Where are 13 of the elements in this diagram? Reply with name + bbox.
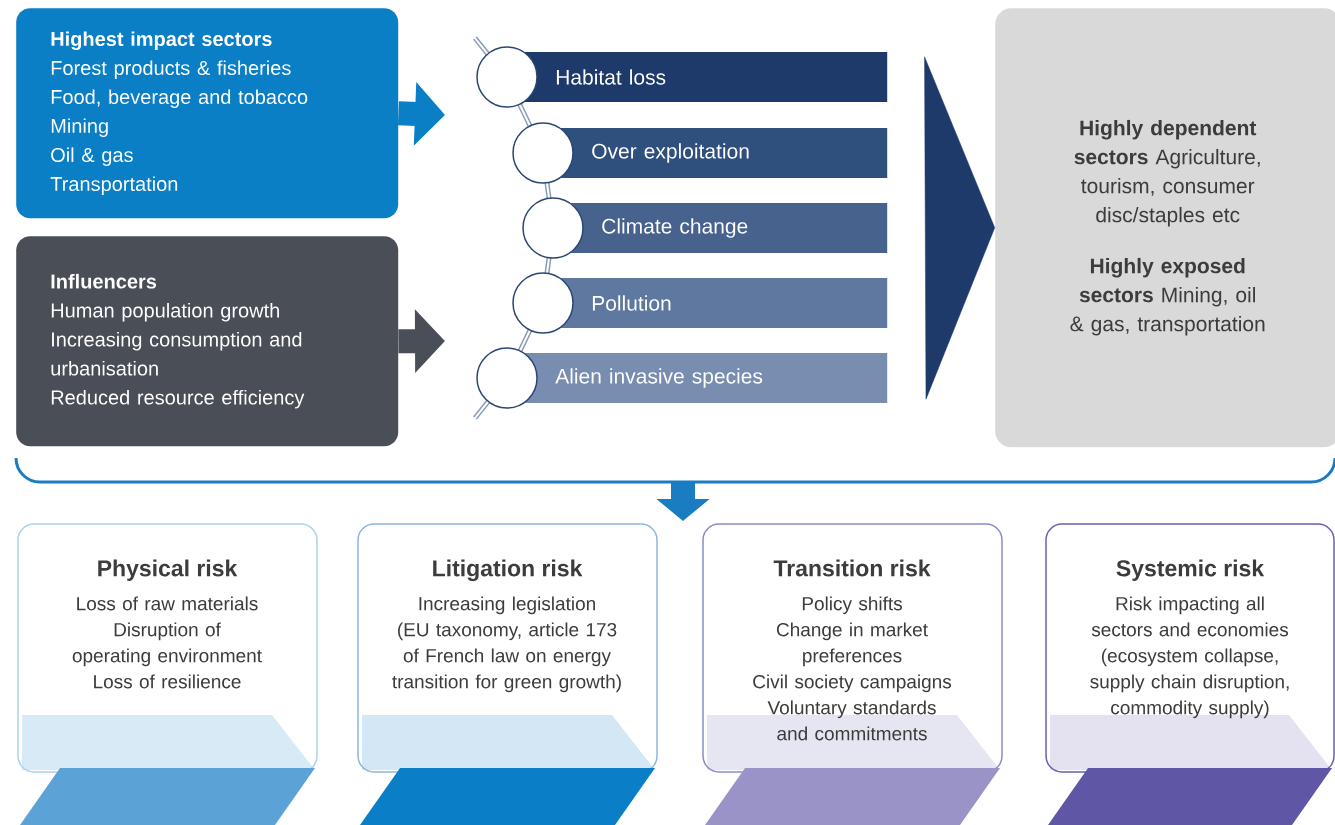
block-arrow: [924, 56, 995, 400]
threat-bar: Climate change: [522, 197, 888, 259]
threat-bar: Alien invasive species: [476, 347, 888, 409]
threat-bar: Pollution: [512, 272, 888, 334]
sector-box: Highest impact sectors Forest products & fisheries Food, beverage and tobacco Mining Oil & gas Transportation: [16, 8, 399, 219]
threat-bar: Habitat loss: [476, 46, 888, 108]
risk-card: Physical risk Loss of raw materials Disruption of operating environment Loss of resilience: [17, 523, 318, 825]
risk-card: Transition risk Policy shifts Change in market preferences Civil society campaigns Voluntary standards and commitments: [702, 523, 1003, 825]
influencer-box: Influencers Human population growth Increasing consumption and urbanisation Reduced resource efficiency: [16, 236, 399, 447]
risk-card: Systemic risk Risk impacting all sectors and economies (ecosystem collapse, supply chain disruption, commodity supply): [1045, 523, 1335, 825]
threat-bar: Over exploitation: [512, 122, 888, 184]
sector-panel: Highly dependent sectors Agriculture, tourism, consumer disc/staples etc Highly exposed sectors Mining, oil & gas, transportation: [995, 8, 1335, 448]
risk-card: Litigation risk Increasing legislation (EU taxonomy, article 173 of French law on energy transition for green growth): [357, 523, 658, 825]
